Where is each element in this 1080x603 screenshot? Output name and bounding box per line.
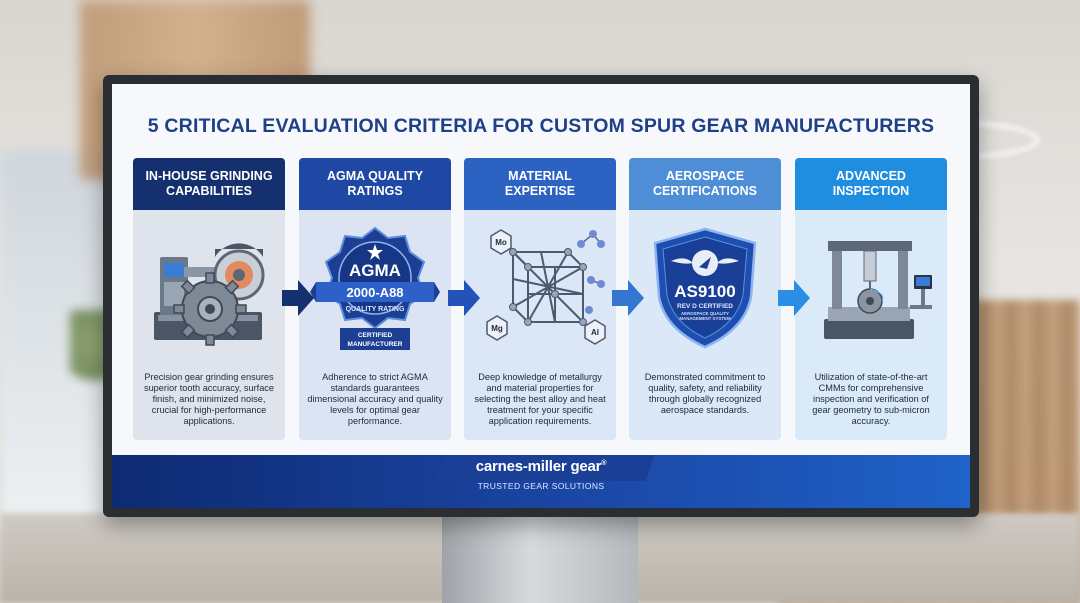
criteria-card-grinding: IN-HOUSE GRINDING CAPABILITIES [133, 158, 285, 440]
agma-badge-icon: AGMA 2000-A88 QUALITY RATING CERTIFIED M… [299, 222, 451, 352]
card-heading: ADVANCED INSPECTION [795, 158, 947, 210]
arrow-right-icon [448, 280, 480, 316]
badge-as9100-revision: REV D CERTIFIED [677, 303, 733, 310]
badge-agma-standard: 2000-A88 [346, 285, 403, 300]
arrow-right-icon [282, 280, 314, 316]
criteria-card-material: MATERIAL EXPERTISE [464, 158, 616, 440]
card-heading: IN-HOUSE GRINDING CAPABILITIES [133, 158, 285, 210]
badge-manufacturer: MANUFACTURER [348, 341, 403, 348]
element-label: Mo [495, 238, 507, 247]
badge-certified: CERTIFIED [358, 332, 393, 339]
element-label: Mg [491, 324, 503, 333]
arrow-right-icon [778, 280, 810, 316]
cmm-machine-icon [795, 222, 947, 352]
card-heading: MATERIAL EXPERTISE [464, 158, 616, 210]
badge-agma-rating: QUALITY RATING [346, 306, 405, 313]
as9100-shield-icon: AS9100 REV D CERTIFIED AEROSPACE QUALITY… [629, 222, 781, 352]
display-monitor: 5 CRITICAL EVALUATION CRITERIA FOR CUSTO… [103, 75, 979, 517]
card-description: Deep knowledge of metallurgy and materia… [474, 372, 606, 426]
brand-tagline: TRUSTED GEAR SOLUTIONS [477, 481, 605, 491]
badge-as9100-name: AS9100 [674, 282, 735, 301]
monitor-stand [442, 515, 638, 603]
criteria-card-inspection: ADVANCED INSPECTION [795, 158, 947, 440]
criteria-card-agma: AGMA QUALITY RATINGS AGMA 2000-A88 QUALI… [299, 158, 451, 440]
display-screen: 5 CRITICAL EVALUATION CRITERIA FOR CUSTO… [112, 84, 970, 508]
card-description: Demonstrated commitment to quality, safe… [644, 372, 766, 415]
arrow-right-icon [612, 280, 644, 316]
brand-logo: carnes-miller gear® [475, 458, 607, 475]
card-heading: AGMA QUALITY RATINGS [299, 158, 451, 210]
criteria-card-aerospace: AEROSPACE CERTIFICATIONS AS9100 REV D CE… [629, 158, 781, 440]
card-heading: AEROSPACE CERTIFICATIONS [629, 158, 781, 210]
badge-as9100-system: AEROSPACE QUALITY MANAGEMENT SYSTEM [679, 310, 731, 321]
material-lattice-icon: Mo Mg Al [464, 222, 616, 352]
card-description: Precision gear grinding ensures superior… [143, 372, 275, 426]
card-description: Utilization of state-of-the-art CMMs for… [812, 372, 930, 426]
infographic-title: 5 CRITICAL EVALUATION CRITERIA FOR CUSTO… [147, 115, 935, 137]
gear-grinding-machine-icon [133, 222, 285, 352]
element-label: Al [591, 328, 599, 337]
card-description: Adherence to strict AGMA standards guara… [307, 372, 443, 426]
badge-agma-name: AGMA [349, 261, 401, 280]
